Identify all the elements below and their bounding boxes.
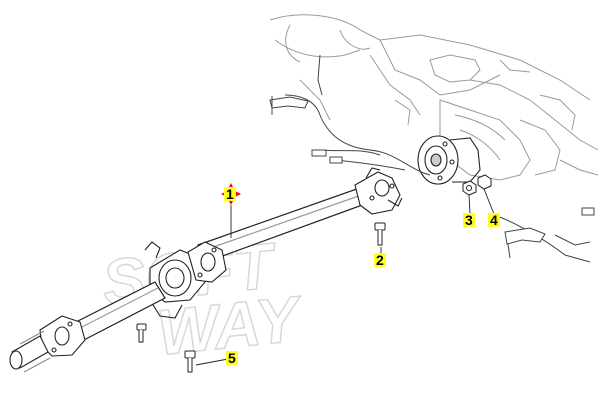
callout-2-label: 2: [376, 252, 384, 268]
leader-lines: [195, 188, 495, 366]
callout-5-label: 5: [228, 350, 236, 366]
slip-yoke: [9, 330, 51, 373]
callout-1-label: 1: [226, 186, 234, 202]
bolt-5: [184, 350, 196, 373]
leader-line-4: [483, 188, 495, 215]
callout-1: 1: [224, 187, 236, 201]
front-universal-joint: [39, 315, 86, 357]
callout-5: 5: [226, 351, 238, 365]
leader-line-5: [195, 358, 229, 366]
brake-line-bracket-right: [504, 227, 546, 259]
callout-3-label: 3: [465, 212, 473, 228]
callout-3: 3: [463, 213, 475, 227]
callout-4-label: 4: [490, 212, 498, 228]
middle-universal-joint: [187, 241, 227, 283]
callout-2: 2: [374, 253, 386, 267]
nut-3: [462, 180, 477, 196]
brake-hose-fitting: [311, 149, 595, 216]
rear-universal-joint: [354, 167, 403, 215]
washer-4: [477, 174, 492, 190]
bolt-2: [374, 222, 386, 246]
differential-flange: [417, 135, 481, 185]
rear-axle-assembly: [269, 14, 599, 181]
leader-line-3: [468, 194, 471, 214]
callout-4: 4: [488, 213, 500, 227]
bearing-bolt: [136, 323, 147, 343]
brake-line-bracket-left: [269, 96, 309, 115]
